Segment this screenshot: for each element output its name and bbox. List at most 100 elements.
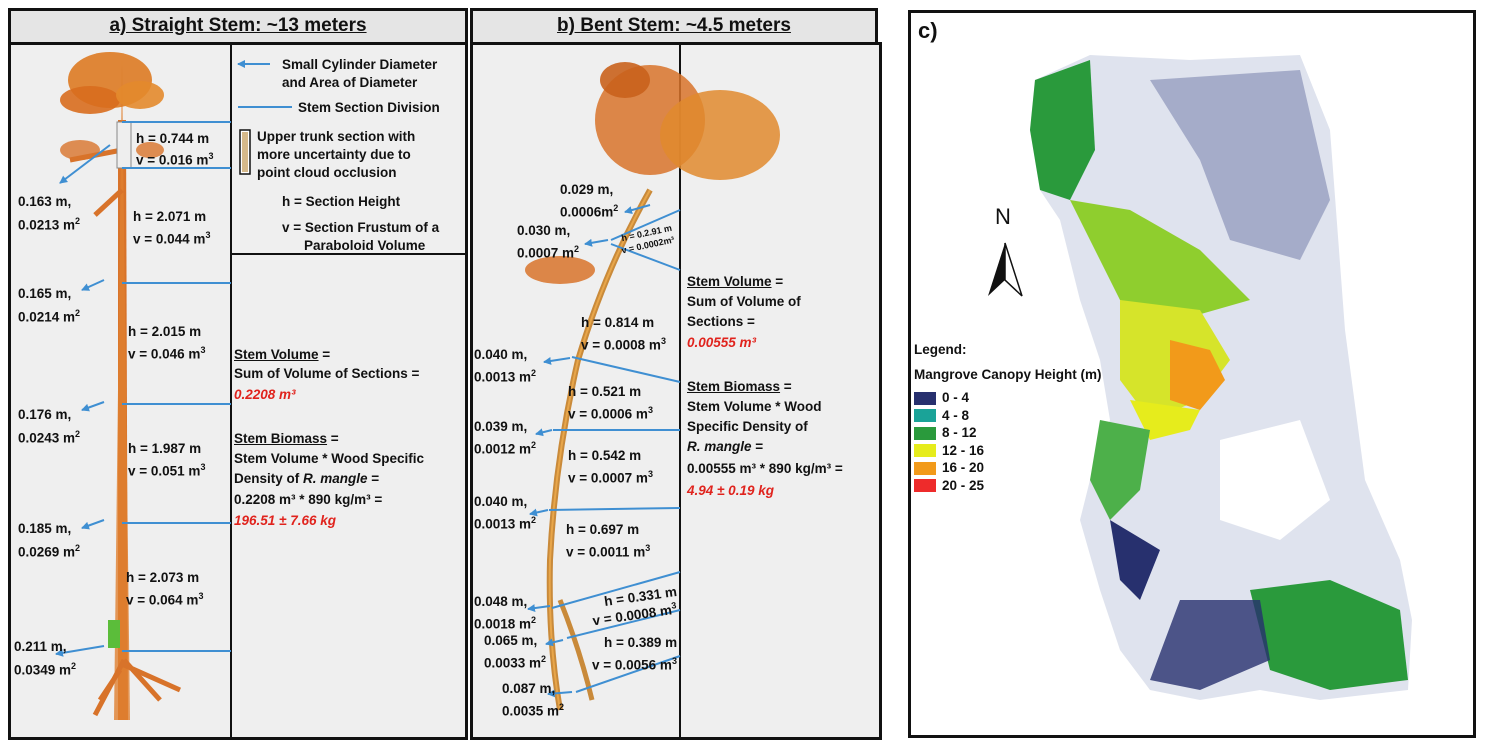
legend-swatch — [914, 461, 936, 475]
panel-a-biomass-line1: Stem Volume * Wood Specific — [234, 451, 425, 466]
section-a5-h: h = 2.073 m — [126, 570, 200, 585]
section-a2-h: h = 2.071 m — [133, 209, 207, 224]
legend-swatch — [914, 426, 936, 440]
bent-tree-point-cloud — [525, 62, 780, 711]
legend-class-row: 8 - 12 — [914, 425, 977, 441]
section-b7-h: h = 0.389 m — [604, 635, 678, 650]
diam-arrow-b2 — [584, 238, 609, 247]
north-label: N — [995, 204, 1011, 229]
legend-class-label: 4 - 8 — [942, 407, 970, 423]
panel-b-volume-value: 0.00555 m³ — [687, 335, 757, 350]
straight-tree-point-cloud — [60, 52, 182, 720]
legend-class-row: 12 - 16 — [914, 443, 984, 459]
panel-a-biomass-line3: 0.2208 m³ * 890 kg/m³ = — [234, 492, 383, 507]
section-a5-v: v = 0.064 m3 — [126, 591, 204, 608]
diam-b5-d: 0.040 m, — [474, 494, 528, 509]
legend-h-def: h = Section Height — [282, 194, 401, 209]
legend-small-cylinder-2: and Area of Diameter — [282, 75, 418, 90]
legend-swatch — [914, 409, 936, 423]
legend-v-def-2: Paraboloid Volume — [304, 238, 426, 253]
division-b3 — [571, 356, 681, 383]
diam-b1-a: 0.0006m2 — [560, 203, 619, 220]
section-a4-h: h = 1.987 m — [128, 441, 202, 456]
map-legend-title: Legend: — [914, 342, 967, 357]
diam-arrow-b1 — [624, 204, 651, 214]
legend-swatch — [914, 391, 936, 405]
panel-b-biomass-heading: Stem Biomass = — [687, 379, 792, 394]
legend-class-row: 16 - 20 — [914, 460, 984, 476]
panel-a-volume-text: Sum of Volume of Sections = — [234, 366, 420, 381]
legend-small-cylinder-1: Small Cylinder Diameter — [282, 57, 438, 72]
diam-b2-d: 0.030 m, — [517, 223, 571, 238]
legend-swatch — [914, 444, 936, 458]
diam-b4-a: 0.0012 m2 — [474, 440, 537, 457]
panel-b-biomass-line1: Stem Volume * Wood — [687, 399, 822, 414]
legend-class-row: 20 - 25 — [914, 478, 984, 494]
diam-arrow-b5 — [529, 508, 549, 517]
legend-class-label: 12 - 16 — [942, 442, 985, 458]
legend-class-label: 16 - 20 — [942, 460, 985, 475]
legend-swatch — [914, 479, 936, 493]
panel-a-biomass-value: 196.51 ± 7.66 kg — [234, 513, 336, 528]
map-legend-subtitle: Mangrove Canopy Height (m) — [914, 367, 1102, 382]
diam-b7-a: 0.0033 m2 — [484, 654, 547, 671]
legend-v-def-1: v = Section Frustum of a — [282, 220, 440, 235]
section-b3-v: v = 0.0006 m3 — [568, 405, 653, 422]
diam-b2-a: 0.0007 m2 — [517, 244, 580, 261]
legend-division: Stem Section Division — [298, 100, 440, 115]
panel-b-volume-line2: Sections = — [687, 314, 755, 329]
legend-class-row: 0 - 4 — [914, 390, 969, 406]
diam-b3-d: 0.040 m, — [474, 347, 528, 362]
panel-a-header: a) Straight Stem: ~13 meters — [8, 8, 468, 46]
legend-upper-1: Upper trunk section with — [257, 129, 416, 144]
diam-b4-d: 0.039 m, — [474, 419, 528, 434]
diam-a2-d: 0.165 m, — [18, 286, 72, 301]
panel-b-title: b) Bent Stem: ~4.5 meters — [557, 15, 791, 36]
diam-arrow-b8 — [547, 689, 573, 698]
section-b5-h: h = 0.697 m — [566, 522, 640, 537]
diam-arrow-a2 — [81, 279, 105, 291]
diam-b8-a: 0.0035 m2 — [502, 702, 565, 719]
diam-b6-d: 0.048 m, — [474, 594, 528, 609]
panel-b-biomass-line4: 0.00555 m³ * 890 kg/m³ = — [687, 461, 843, 476]
diam-a5-d: 0.211 m, — [14, 639, 67, 654]
diam-arrow-b7 — [545, 638, 564, 647]
division-b6 — [551, 571, 681, 609]
diam-b6-a: 0.0018 m2 — [474, 615, 537, 632]
panel-c-label: c) — [918, 18, 938, 43]
diam-a1-a: 0.0213 m2 — [18, 216, 81, 233]
diam-a4-d: 0.185 m, — [18, 521, 72, 536]
division-b5 — [548, 507, 681, 511]
section-a1-h: h = 0.744 m — [136, 131, 210, 146]
division-b7 — [566, 609, 681, 639]
legend-upper-3: point cloud occlusion — [257, 165, 397, 180]
diam-a4-a: 0.0269 m2 — [18, 543, 81, 560]
panel-b-biomass-species: R. mangle = — [687, 439, 764, 454]
division-b2 — [610, 243, 681, 271]
legend-class-row: 4 - 8 — [914, 408, 969, 424]
panel-a-volume-heading: Stem Volume = — [234, 347, 331, 362]
diam-a1-d: 0.163 m, — [18, 194, 72, 209]
legend-class-label: 0 - 4 — [942, 390, 970, 405]
panel-b-biomass-line2: Specific Density of — [687, 419, 808, 434]
section-a3-v: v = 0.046 m3 — [128, 345, 206, 362]
section-a1-v: v = 0.016 m3 — [136, 151, 214, 168]
panel-a-biomass-heading: Stem Biomass = — [234, 431, 339, 446]
panel-b-volume-line1: Sum of Volume of — [687, 294, 801, 309]
panel-b-volume-heading: Stem Volume = — [687, 274, 784, 289]
diam-b5-a: 0.0013 m2 — [474, 515, 537, 532]
north-arrow — [988, 242, 1023, 297]
diam-b7-d: 0.065 m, — [484, 633, 538, 648]
section-b4-h: h = 0.542 m — [568, 448, 642, 463]
diam-a5-a: 0.0349 m2 — [14, 661, 77, 678]
panel-a-title: a) Straight Stem: ~13 meters — [109, 15, 367, 36]
section-b5-v: v = 0.0011 m3 — [566, 543, 651, 560]
section-b7-v: v = 0.0056 m3 — [592, 656, 677, 673]
diam-arrow-a1 — [59, 144, 111, 184]
section-b2-v: v = 0.0008 m3 — [581, 336, 666, 353]
legend-class-label: 8 - 12 — [942, 425, 977, 440]
diam-arrow-b3 — [543, 356, 571, 365]
panel-a-volume-value: 0.2208 m³ — [234, 387, 296, 402]
diam-arrow-a3 — [81, 401, 105, 412]
